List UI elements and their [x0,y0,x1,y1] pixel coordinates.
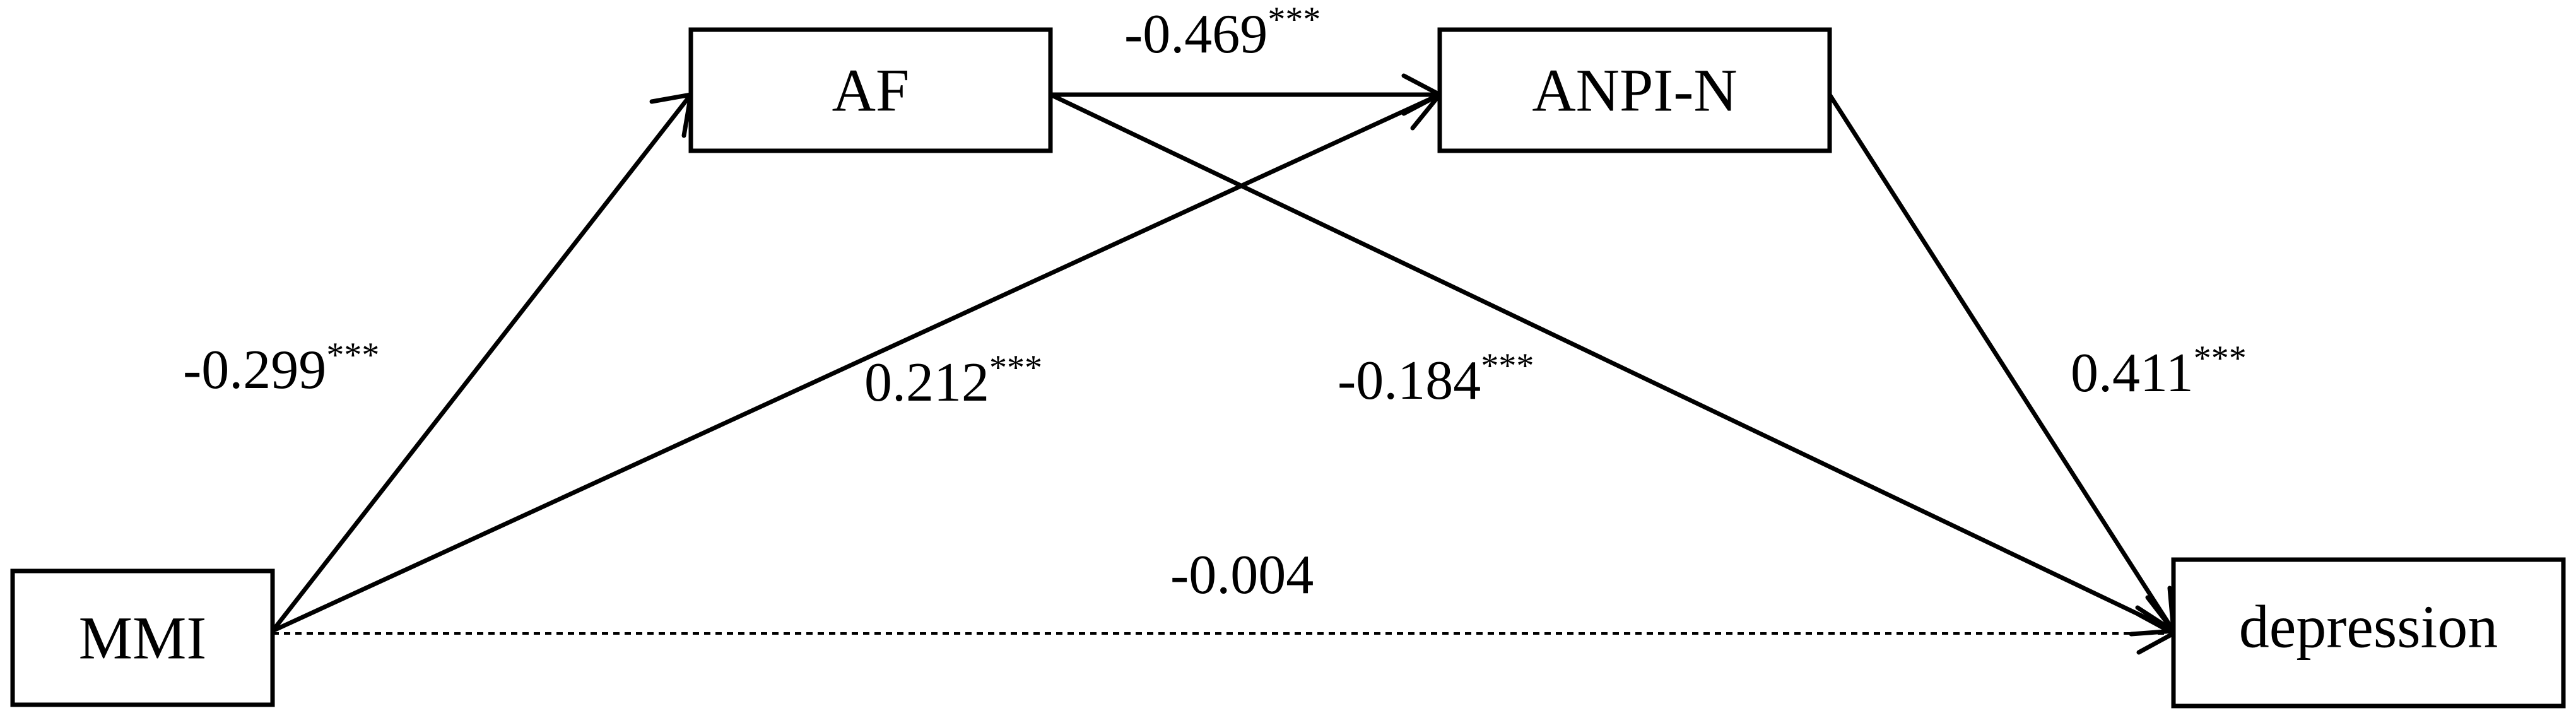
node-anpi-n-label: ANPI-N [1532,57,1737,124]
node-mmi: MMI [10,568,275,707]
node-af-box [688,27,1053,153]
node-anpi-n-box [1437,27,1832,153]
node-anpi-n: ANPI-N [1437,27,1832,153]
node-mmi-box [10,568,275,707]
coef-anpi-n-to-depression: 0.411*** [2071,339,2247,404]
coef-af-to-depression: -0.184*** [1338,346,1534,411]
node-depression-box [2171,557,2566,709]
node-af-label: AF [832,57,910,124]
arrow-mmi-to-af [270,92,693,633]
node-af: AF [688,27,1053,153]
arrow-anpi-n-to-depression [1827,92,2176,633]
coef-mmi-to-depression: -0.004 [1170,544,1314,606]
arrow-af-to-depression [1048,92,2176,633]
node-mmi-label: MMI [79,604,207,672]
path-arrows [270,73,2176,655]
coef-mmi-to-anpi-n: 0.212*** [864,348,1042,413]
node-depression-label: depression [2239,593,2498,661]
node-depression: depression [2171,557,2566,709]
arrow-mmi-to-anpi-n [270,92,1442,633]
coef-af-to-anpi-n: -0.469*** [1124,0,1320,65]
coef-mmi-to-af: -0.299*** [183,336,379,401]
